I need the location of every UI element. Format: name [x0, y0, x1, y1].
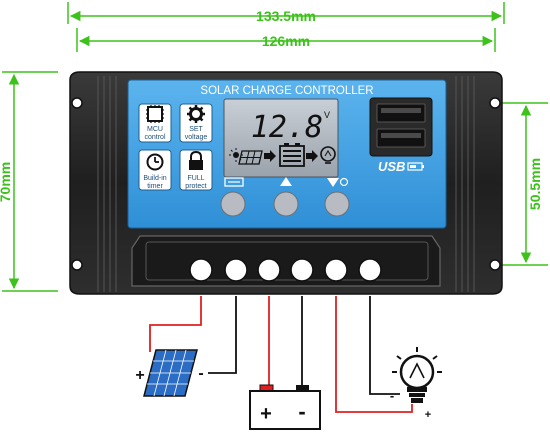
- solar-negative-wire: [208, 296, 237, 374]
- lock-icon: [189, 150, 203, 170]
- dimension-hole-height: 50.5mm: [497, 102, 548, 266]
- panel-title: SOLAR CHARGE CONTROLLER: [200, 85, 373, 97]
- battery-minus-sign: -: [298, 399, 305, 424]
- mcu-line2: control: [144, 134, 165, 141]
- battery-icon: [279, 143, 305, 167]
- solar-panel-icon: [238, 150, 263, 165]
- clock-icon: [146, 153, 164, 171]
- dimension-total-width: 133.5mm: [67, 2, 505, 24]
- mounting-hole-bottom-left: [71, 259, 83, 271]
- lamp-icon: [320, 146, 336, 164]
- down-button[interactable]: [324, 191, 350, 217]
- function-icon-set-voltage: SET voltage: [179, 103, 213, 143]
- voltage-unit: V: [324, 110, 330, 120]
- dimension-total-height: 70mm: [0, 71, 58, 292]
- load-minus-sign: -: [390, 388, 394, 403]
- function-icon-protect: FULL protect: [179, 149, 213, 191]
- load-plus-sign: +: [425, 409, 431, 421]
- up-button[interactable]: [273, 191, 299, 217]
- load-lamp: - +: [390, 347, 442, 421]
- total-width-label: 133.5mm: [256, 8, 316, 24]
- total-height-label: 70mm: [0, 162, 13, 202]
- protect-line1: FULL: [187, 175, 204, 182]
- terminal-battery-positive[interactable]: [257, 258, 281, 282]
- mounting-hole-top-left: [71, 97, 83, 109]
- usb-label: USB: [378, 159, 405, 174]
- protect-line2: protect: [185, 183, 206, 190]
- function-icon-timer: Build-in timer: [138, 149, 172, 191]
- lcd-display: 12.8 V: [223, 98, 339, 178]
- usb-battery-icon: [407, 162, 424, 171]
- mounting-hole-bottom-right: [489, 259, 501, 271]
- chip-icon: [146, 105, 164, 123]
- menu-icon: [224, 177, 244, 187]
- arrow-right-icon: [264, 150, 276, 162]
- hole-width-label: 126mm: [262, 33, 310, 49]
- load-negative-wire: [369, 296, 400, 395]
- solar-minus-sign: -: [198, 365, 203, 382]
- terminal-load-positive[interactable]: [324, 258, 348, 282]
- set-line1: SET: [189, 126, 203, 133]
- terminal-block: [131, 235, 441, 287]
- set-line2: voltage: [185, 134, 208, 141]
- dimension-hole-width: 126mm: [76, 28, 496, 52]
- function-icon-mcu: MCU control: [138, 103, 172, 143]
- load-positive-wire: [335, 296, 413, 413]
- solar-positive-wire: [149, 296, 202, 352]
- battery-plus-sign: +: [260, 403, 272, 425]
- menu-button[interactable]: [220, 191, 246, 217]
- timer-line1: Build-in: [143, 175, 166, 182]
- gear-icon: [187, 105, 205, 123]
- terminal-load-negative[interactable]: [358, 258, 382, 282]
- hole-height-label: 50.5mm: [527, 158, 543, 210]
- battery: + -: [249, 384, 321, 430]
- terminal-solar-positive[interactable]: [189, 258, 213, 282]
- timer-line2: timer: [147, 183, 163, 190]
- usb-ports: USB: [369, 97, 433, 174]
- mounting-hole-top-right: [489, 97, 501, 109]
- down-icon: [327, 177, 349, 187]
- control-buttons: [220, 177, 350, 217]
- voltage-readout: 12.8: [251, 110, 323, 145]
- mcu-line1: MCU: [147, 126, 163, 133]
- arrow-right-icon: [306, 150, 318, 162]
- solar-plus-sign: +: [135, 367, 144, 384]
- terminal-solar-negative[interactable]: [224, 258, 248, 282]
- solar-panel: + -: [135, 349, 204, 397]
- terminal-screws: [189, 258, 382, 282]
- up-icon: [280, 177, 292, 186]
- terminal-battery-negative[interactable]: [290, 258, 314, 282]
